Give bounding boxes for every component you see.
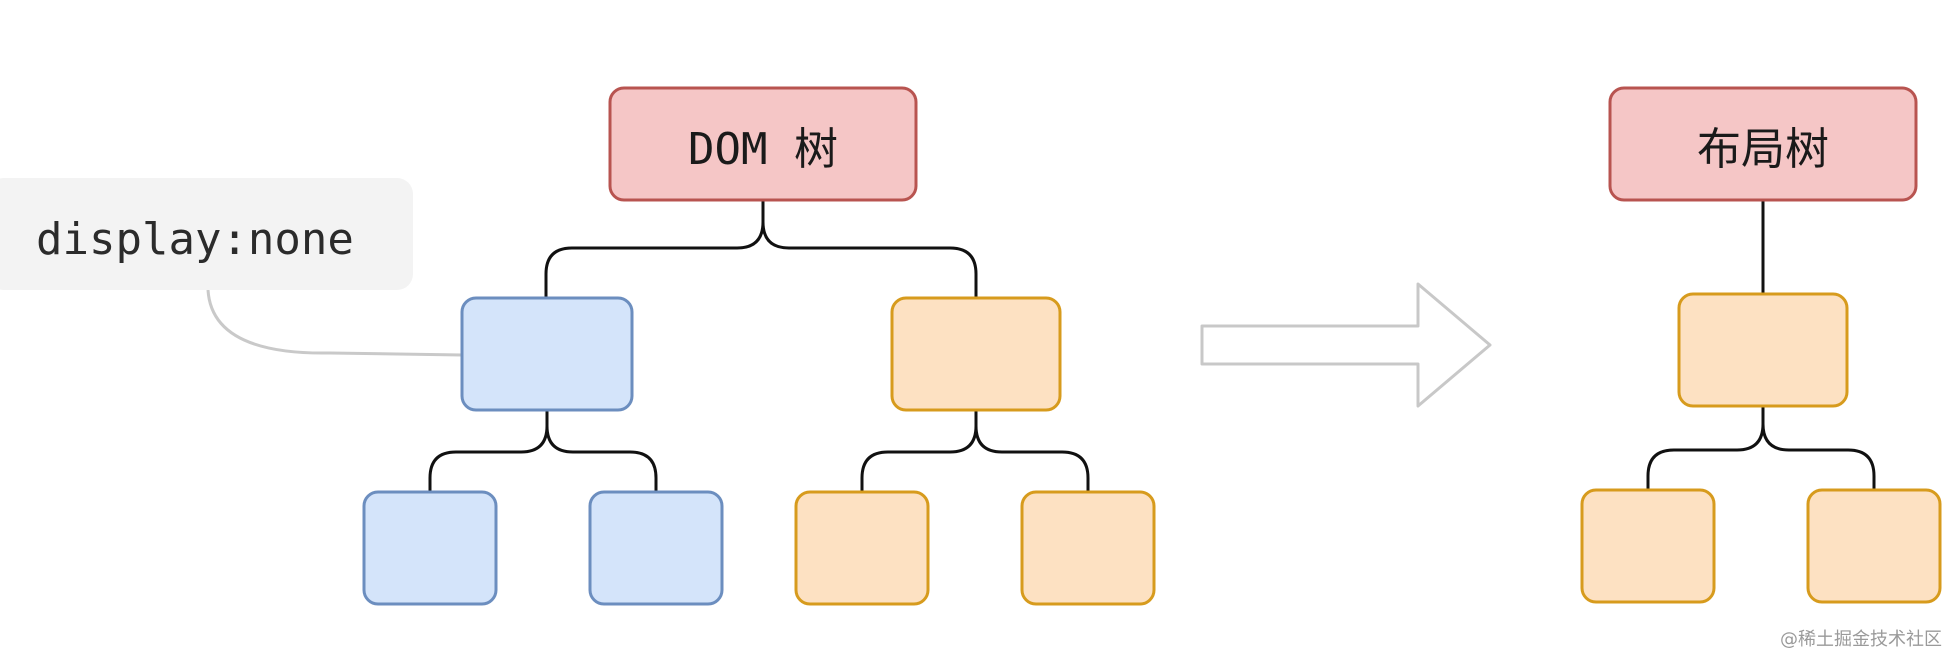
annotation-text: display:none [36, 214, 354, 265]
dom-tree-connectors [428, 200, 1090, 492]
dom-hidden-child-right [588, 490, 724, 606]
connector-dom-root-to-children [544, 200, 978, 298]
dom-visible-child-right [1020, 490, 1156, 606]
layout-node [1677, 292, 1849, 408]
layout-root-label: 布局树 [1697, 124, 1829, 175]
dom-tree: DOM 树 [362, 86, 1156, 606]
layout-root-node: 布局树 [1608, 86, 1918, 202]
layout-tree-connectors [1646, 200, 1876, 490]
connector-visible-node-to-children [860, 410, 1090, 492]
layout-child-right [1806, 488, 1942, 604]
layout-tree: 布局树 [1580, 86, 1942, 604]
connector-layout-node-to-children [1646, 406, 1876, 490]
layout-child-left [1580, 488, 1716, 604]
annotation-leader-line [206, 289, 463, 357]
annotation-bubble [0, 178, 413, 290]
dom-visible-node [890, 296, 1062, 412]
annotation-display-none: display:none [0, 178, 413, 290]
dom-root-node: DOM 树 [608, 86, 918, 202]
dom-root-label: DOM 树 [688, 124, 838, 175]
transform-arrow-icon [1200, 282, 1492, 408]
dom-hidden-child-left [362, 490, 498, 606]
connector-hidden-node-to-children [428, 410, 658, 492]
dom-visible-child-left [794, 490, 930, 606]
watermark-text: @稀土掘金技术社区 [1780, 629, 1942, 650]
dom-hidden-node [460, 296, 634, 412]
